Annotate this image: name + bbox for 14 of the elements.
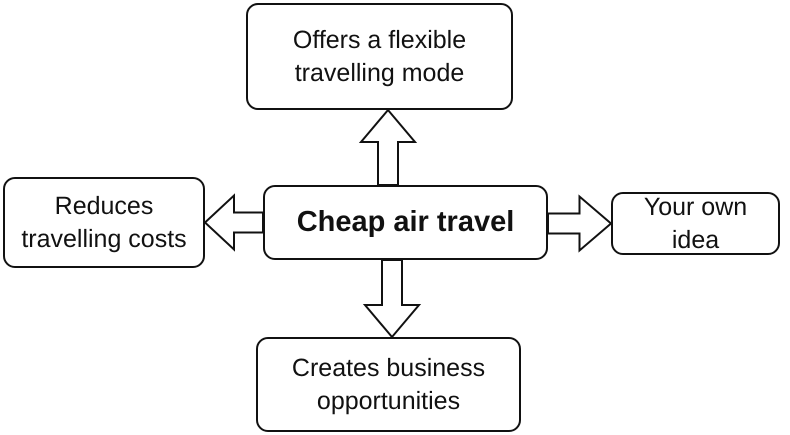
text-box (246, 3, 513, 110)
text-box (263, 185, 548, 260)
block-arrow (547, 194, 613, 253)
node-label: Offers a flexible travelling mode (292, 25, 468, 88)
block-arrow (362, 259, 422, 339)
node-label: Reduces travelling costs (20, 191, 188, 254)
text-box (3, 177, 205, 268)
node-label: Cheap air travel (296, 204, 514, 240)
block-arrow (204, 193, 264, 252)
node-label: Your own idea (642, 192, 748, 256)
text-box (256, 337, 521, 432)
node-label: Creates business opportunities (290, 353, 486, 416)
text-box (611, 192, 780, 255)
block-arrow (358, 108, 418, 186)
